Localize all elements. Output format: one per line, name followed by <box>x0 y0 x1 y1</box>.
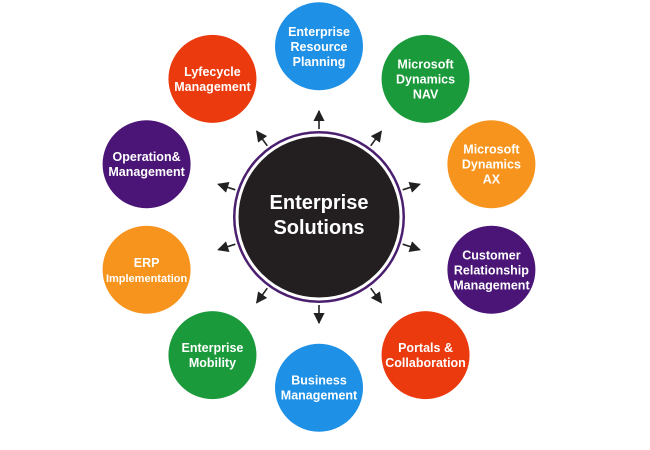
node-circle-enterprise-mobility <box>168 311 257 400</box>
arrow-to-portals-collaboration <box>370 287 382 304</box>
node-label-customer-relationship-management-line-2: Relationship <box>454 263 529 277</box>
arrow-to-customer-relationship-management <box>402 241 421 252</box>
node-circle-operation-management <box>102 120 191 209</box>
hub: Enterprise Solutions <box>233 131 405 303</box>
node-label-microsoft-dynamics-ax-line-3: AX <box>483 173 501 187</box>
node-label-operation-management-line-2: Management <box>108 165 185 179</box>
node-label-customer-relationship-management-line-3: Management <box>453 278 530 292</box>
node-label-enterprise-mobility-line-2: Mobility <box>189 356 236 370</box>
node-circle-lyfecycle-management <box>168 34 257 123</box>
hub-circle <box>235 133 403 301</box>
node-circle-customer-relationship-management <box>447 225 536 314</box>
hub-label-line-1: Enterprise <box>270 192 369 214</box>
node-label-erp-implementation-line-2: Implementation <box>106 273 188 285</box>
arrow-to-enterprise-mobility <box>256 287 268 304</box>
arrow-to-microsoft-dynamics-nav <box>370 130 382 147</box>
node-label-enterprise-resource-planning-line-3: Planning <box>293 55 346 69</box>
node-circle-business-management <box>275 343 363 432</box>
node-label-enterprise-mobility-line-1: Enterprise <box>182 341 244 355</box>
node-circle-microsoft-dynamics-nav <box>381 34 470 123</box>
node-label-portals-collaboration-line-2: Collaboration <box>385 356 466 370</box>
arrow-to-lyfecycle-management <box>256 130 268 147</box>
node-label-lyfecycle-management-line-2: Management <box>174 80 251 94</box>
node-circle-erp-implementation <box>102 225 191 314</box>
arrow-to-microsoft-dynamics-ax <box>402 182 421 193</box>
node-label-operation-management-line-1: Operation& <box>113 150 181 164</box>
node-label-lyfecycle-management-line-1: Lyfecycle <box>184 65 241 79</box>
node-circle-enterprise-resource-planning <box>275 2 363 91</box>
node-label-erp-implementation-line-1: ERP <box>134 256 160 270</box>
node-label-enterprise-resource-planning-line-1: Enterprise <box>288 25 350 39</box>
node-label-business-management-line-2: Management <box>281 389 358 403</box>
node-erp-implementation: ERP Implementation <box>102 225 191 314</box>
arrow-to-operation-management <box>217 182 236 193</box>
node-label-enterprise-resource-planning-line-2: Resource <box>291 40 348 54</box>
arrow-to-erp-implementation <box>217 241 236 252</box>
node-operation-management: Operation&Management <box>102 120 191 209</box>
node-label-microsoft-dynamics-nav-line-3: NAV <box>413 87 439 101</box>
node-label-microsoft-dynamics-nav-line-2: Dynamics <box>396 72 455 86</box>
hub-label-line-2: Solutions <box>273 217 364 239</box>
node-circle-microsoft-dynamics-ax <box>447 120 536 209</box>
node-label-microsoft-dynamics-nav-line-1: Microsoft <box>397 57 454 71</box>
node-label-microsoft-dynamics-ax-line-2: Dynamics <box>462 158 521 172</box>
node-label-portals-collaboration-line-1: Portals & <box>398 341 453 355</box>
node-label-business-management-line-1: Business <box>291 374 347 388</box>
node-portals-collaboration: Portals &Collaboration <box>381 311 470 400</box>
arrows-layer <box>217 109 421 325</box>
node-label-microsoft-dynamics-ax-line-1: Microsoft <box>463 143 520 157</box>
node-label-customer-relationship-management-line-1: Customer <box>462 248 520 262</box>
node-circle-portals-collaboration <box>381 311 470 400</box>
